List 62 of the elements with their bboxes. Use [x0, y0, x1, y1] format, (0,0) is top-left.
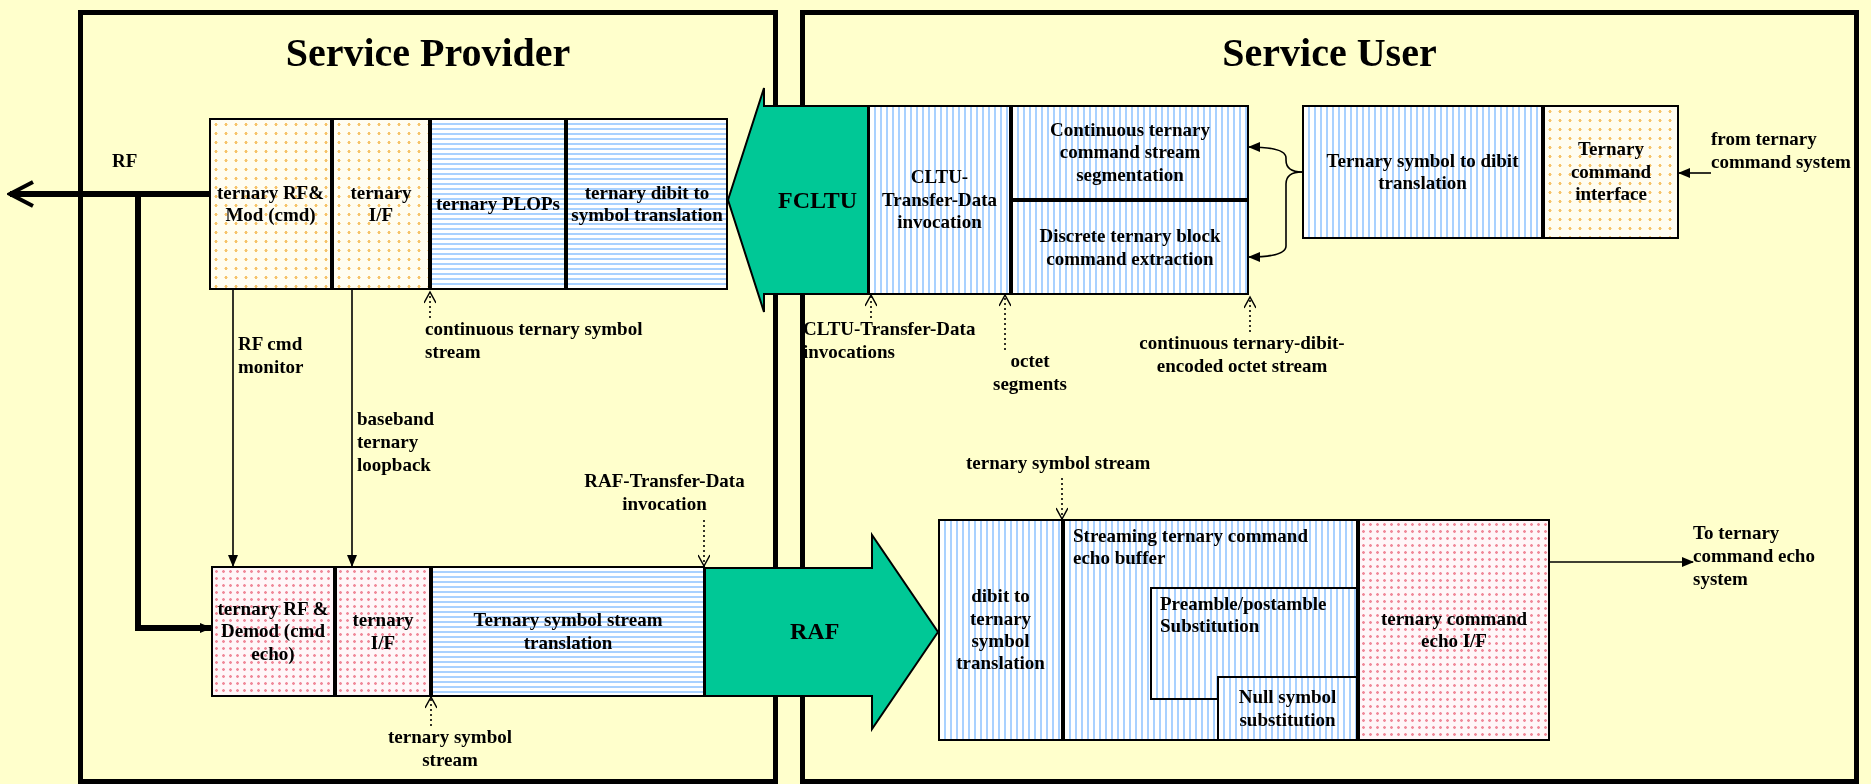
process-box: [335, 566, 431, 697]
process-box: [430, 118, 566, 290]
process-box: [1302, 105, 1543, 239]
leader-arrow: [424, 696, 438, 727]
process-box: [431, 566, 705, 697]
annotation-text: To ternary command echo system: [1693, 522, 1843, 591]
box-label: ternary RF & Demod (cmd echo): [216, 597, 330, 666]
leader-arrow: [864, 294, 878, 319]
arrow: [1549, 557, 1694, 567]
box-label: Null symbol substitution: [1237, 685, 1338, 732]
box-label: ternary command echo I/F: [1379, 607, 1529, 653]
leader-arrow: [1243, 296, 1257, 333]
annotation-text: from ternary command system: [1711, 128, 1851, 174]
panel: [78, 10, 778, 784]
panel-title: Service Provider: [284, 29, 572, 76]
annotation-text: ternary symbol stream: [966, 452, 1151, 475]
box-label: ternary I/F: [349, 181, 413, 227]
box-label: Preamble/postamble Substitution: [1159, 592, 1328, 639]
process-box: [1217, 676, 1358, 741]
process-box: [868, 105, 1011, 295]
annotation-text: continuous ternary-dibit-encoded octet stream: [1126, 332, 1358, 378]
process-box: [1543, 105, 1679, 239]
box-label: dibit to ternary symbol translation: [955, 585, 1046, 675]
annotation-text: ternary symbol stream: [365, 726, 535, 772]
process-box: [1358, 519, 1550, 741]
edge-label: RAF: [790, 617, 840, 646]
box-label: ternary I/F: [351, 609, 415, 654]
process-box: [566, 118, 728, 290]
leader-arrow: [998, 294, 1012, 351]
edge-label: FCLTU: [778, 186, 858, 215]
box-label: ternary RF& Mod (cmd): [215, 181, 326, 227]
panel-title: Service User: [1221, 29, 1438, 76]
process-box: [1063, 519, 1358, 741]
box-label: Discrete ternary block command extraction: [1038, 225, 1222, 270]
process-box: [332, 118, 430, 290]
process-box: [1011, 105, 1249, 200]
process-box: [211, 566, 335, 697]
process-box: [209, 118, 332, 290]
arrow: [1248, 171, 1303, 262]
arrow: [347, 289, 357, 567]
box-label: Continuous ternary command stream segmentation: [1049, 118, 1211, 187]
box-label: ternary PLOPs: [435, 192, 561, 216]
annotation-text: continuous ternary symbol stream: [425, 318, 645, 364]
arrow: [228, 289, 238, 567]
process-box: [1011, 200, 1249, 295]
box-label: ternary dibit to symbol translation: [570, 181, 724, 227]
box-label: Ternary symbol to dibit translation: [1325, 149, 1520, 195]
annotation-text: CLTU-Transfer-Data invocations: [803, 318, 983, 364]
leader-arrow: [1055, 477, 1069, 520]
leader-arrow: [423, 291, 437, 319]
annotation-text: octet segments: [980, 350, 1080, 396]
box-label: Streaming ternary command echo buffer: [1072, 524, 1309, 571]
leader-arrow: [697, 519, 711, 567]
process-box: [938, 519, 1063, 741]
box-label: CLTU-Transfer-Data invocation: [881, 166, 998, 234]
box-label: Ternary command interface: [1569, 138, 1653, 206]
arrow: [135, 191, 212, 633]
arrow: [1678, 168, 1712, 178]
annotation-text: RAF-Transfer-Data invocation: [556, 470, 773, 516]
block-arrow: [726, 87, 869, 313]
box-label: Ternary symbol stream translation: [472, 609, 664, 654]
block-arrow: [704, 531, 940, 733]
